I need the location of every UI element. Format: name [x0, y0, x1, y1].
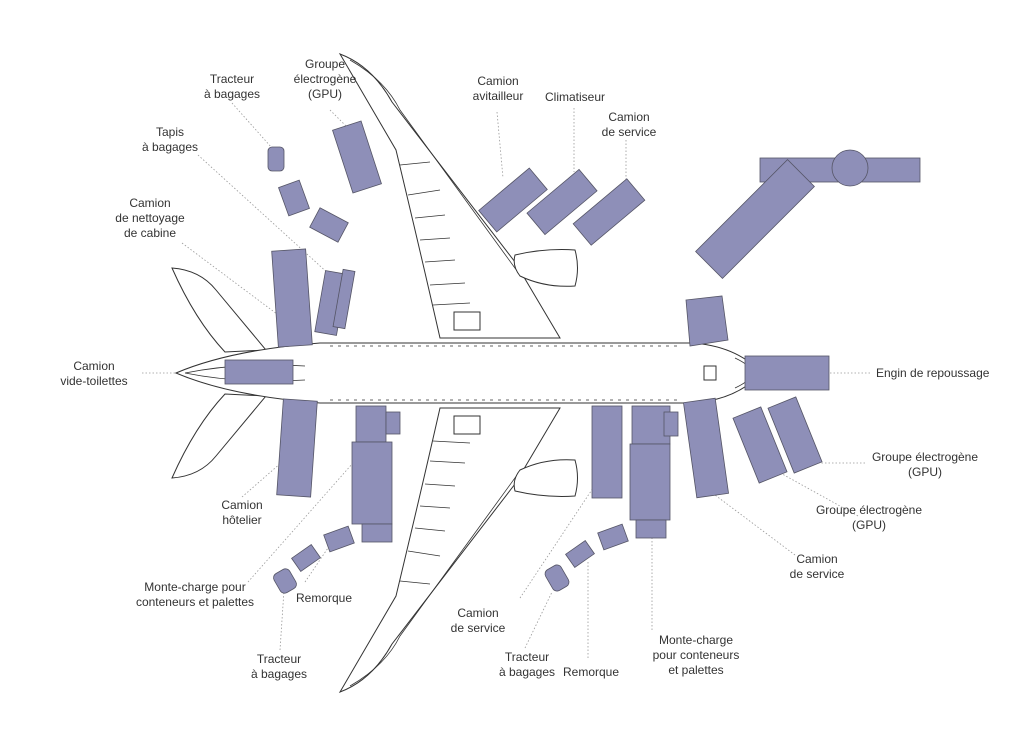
baggage-belt-loader — [314, 268, 356, 336]
lower-wing — [338, 407, 561, 693]
upper-stabilizer — [171, 267, 268, 353]
service-truck-bottom — [591, 405, 623, 499]
cabin-cleaning-truck — [271, 248, 313, 348]
vehicles — [224, 120, 921, 594]
service-truck-top — [572, 178, 646, 246]
baggage-train-right — [544, 519, 667, 592]
aircraft — [171, 53, 763, 693]
gpu-top — [332, 120, 382, 194]
label-climatiseur: Climatiseur — [544, 90, 605, 104]
pushback-tug — [744, 355, 830, 391]
label-remorque-right: Remorque — [563, 665, 620, 679]
lower-stabilizer — [171, 393, 268, 479]
lower-engine — [513, 459, 578, 497]
upper-wing — [338, 53, 561, 339]
label-remorque-left: Remorque — [296, 591, 353, 605]
lavatory-truck — [224, 359, 294, 385]
gpu-right-2 — [767, 396, 823, 474]
fuel-truck — [478, 167, 548, 233]
container-loader-right — [629, 405, 679, 521]
service-truck-right — [683, 397, 729, 499]
label-engin-repoussage: Engin de repoussage — [876, 366, 990, 380]
container-loader-left — [351, 405, 401, 525]
baggage-train-left — [273, 523, 393, 594]
gpu-right-1 — [732, 406, 788, 484]
air-conditioning-unit — [526, 168, 598, 236]
baggage-tractor-top — [267, 146, 349, 243]
label-gpu-right-1: Groupe électrogène(GPU) — [871, 450, 979, 479]
label-gpu-right-2: Groupe électrogène(GPU) — [815, 503, 923, 532]
catering-truck — [276, 398, 318, 498]
upper-engine — [513, 249, 578, 287]
jet-bridge — [685, 149, 921, 347]
